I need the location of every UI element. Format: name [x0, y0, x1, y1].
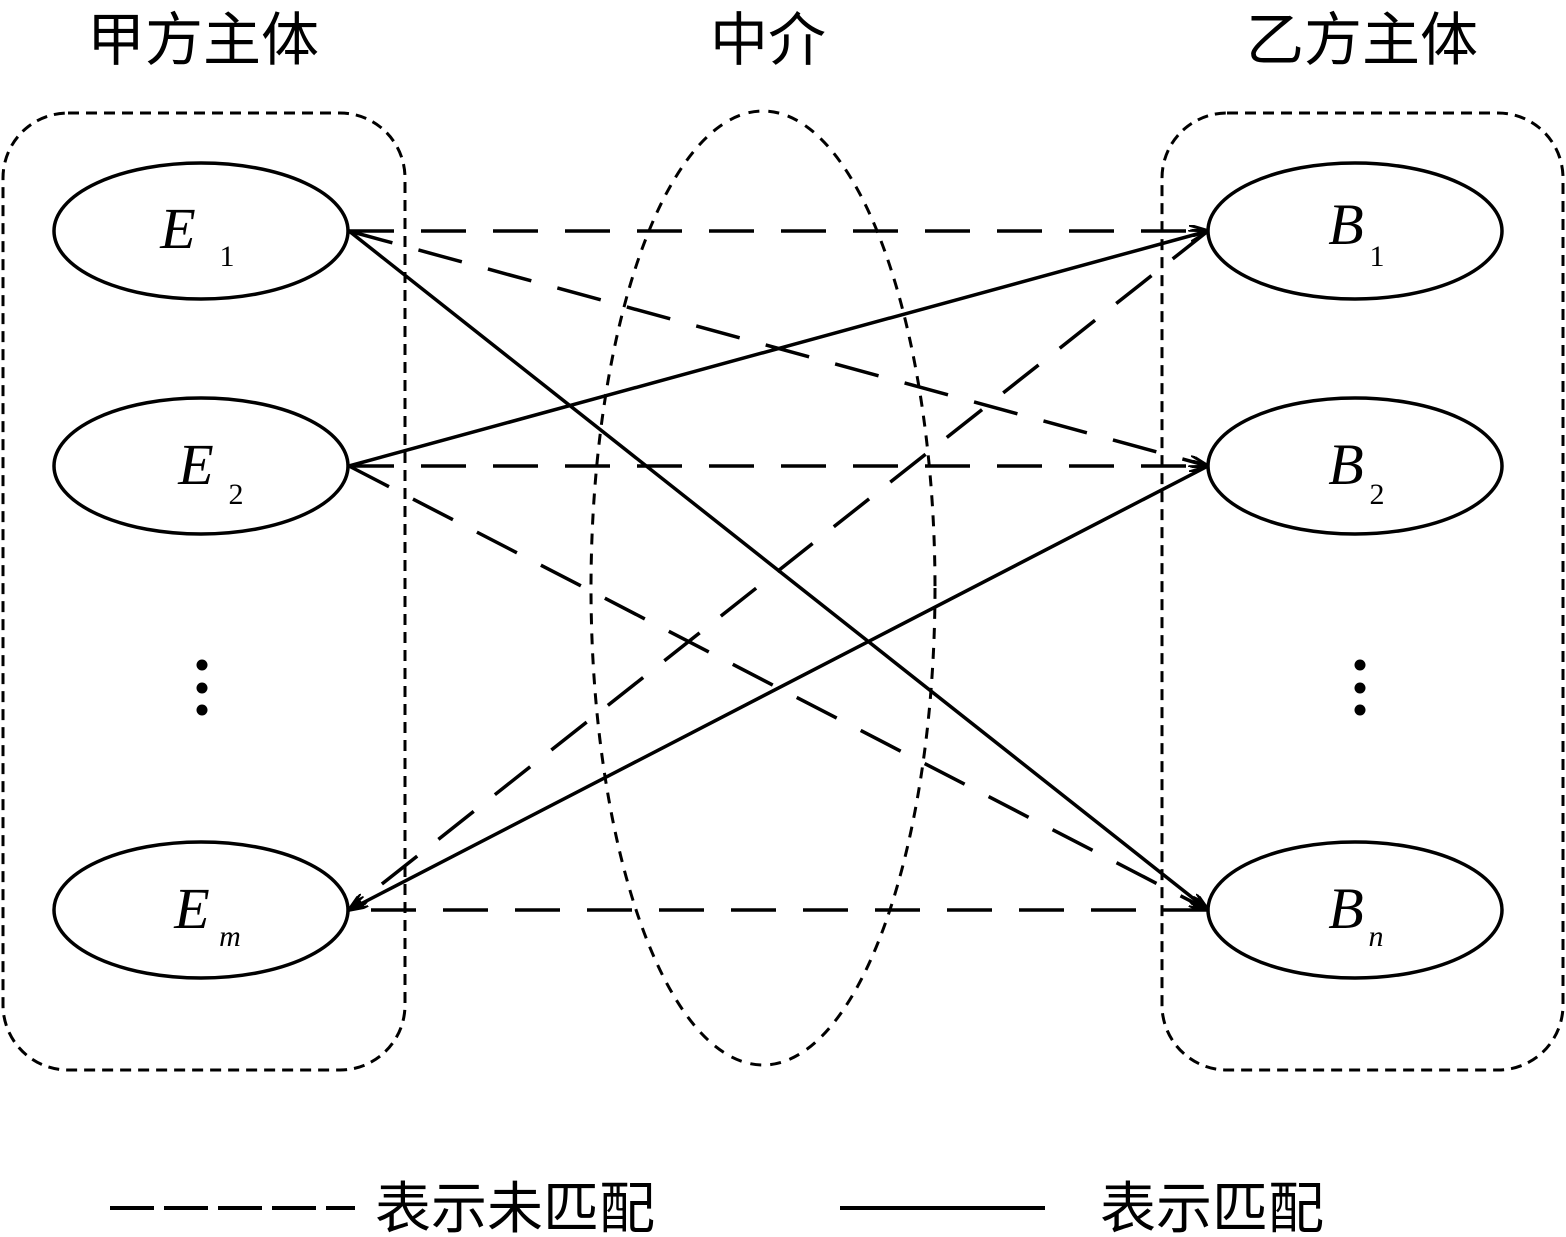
node-ellipse: [1206, 840, 1504, 980]
node-subscript: 1: [220, 240, 235, 273]
node-letter: B: [1328, 432, 1363, 497]
edge-e1-bn-matched: [347, 229, 1208, 910]
node-subscript: 2: [229, 478, 244, 511]
node-b1[interactable]: B 1: [1206, 161, 1504, 301]
edge-e2-bn-unmatched: [348, 464, 1208, 910]
edge-b2-em-matched: [349, 464, 1209, 910]
node-ellipse: [1206, 161, 1504, 301]
node-ellipse: [52, 161, 350, 301]
node-letter: E: [177, 432, 213, 497]
node-letter: E: [159, 196, 195, 261]
node-subscript: 1: [1370, 240, 1385, 273]
node-ellipse: [52, 840, 350, 980]
node-subscript: 2: [1370, 478, 1385, 511]
header-party-b: 乙方主体: [1246, 6, 1478, 74]
node-letter: E: [173, 876, 209, 941]
node-ellipse: [1206, 396, 1504, 536]
legend-unmatched-label: 表示未匹配: [375, 1177, 655, 1237]
party-b-group: [1160, 111, 1565, 1072]
party-a-group: [1, 111, 407, 1072]
node-ellipse: [52, 396, 350, 536]
header-intermediary: 中介: [710, 6, 826, 74]
node-letter: B: [1328, 192, 1363, 257]
edges-group: [349, 231, 1208, 910]
node-letter: B: [1328, 876, 1363, 941]
node-subscript: m: [219, 920, 241, 953]
node-subscript: n: [1369, 920, 1384, 953]
edge-e2-b1-matched: [348, 231, 1208, 468]
node-em[interactable]: E m: [52, 840, 350, 980]
node-bn[interactable]: B n: [1206, 840, 1504, 980]
party-b-ellipsis-icon: [1354, 659, 1366, 716]
node-b2[interactable]: B 2: [1206, 396, 1504, 536]
header-party-a: 甲方主体: [87, 6, 319, 74]
legend-matched-label: 表示匹配: [1100, 1177, 1324, 1237]
party-a-ellipsis-icon: [196, 659, 208, 716]
node-e1[interactable]: E 1: [52, 161, 350, 301]
node-e2[interactable]: E 2: [52, 396, 350, 536]
legend: 表示未匹配 表示匹配: [110, 1177, 1324, 1237]
intermediary-ellipse: [589, 109, 937, 1067]
